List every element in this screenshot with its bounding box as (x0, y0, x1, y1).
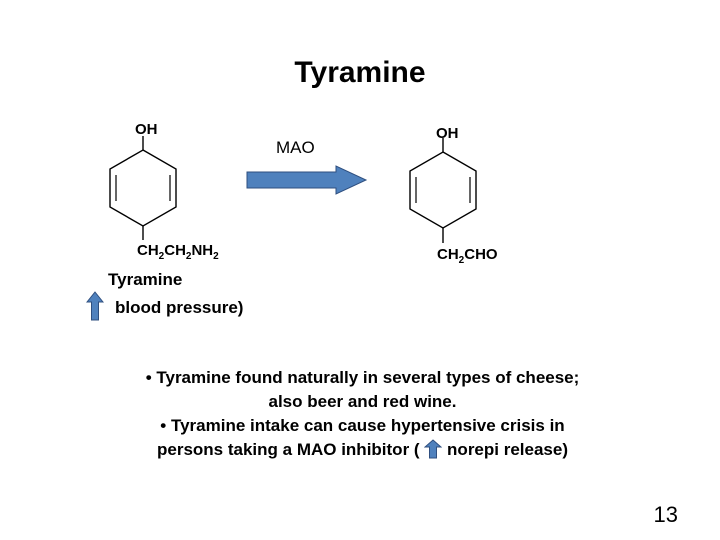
reactant-structure: OH CH2CH2NH2 (109, 121, 219, 262)
product-oh-label: OH (436, 125, 459, 142)
reaction-diagram: OH CH2CH2NH2 OH CH2CHO (109, 121, 498, 266)
reactant-name-label: Tyramine (108, 270, 183, 289)
note-line-4-after: norepi release) (447, 440, 568, 459)
notes-block: • Tyramine found naturally in several ty… (40, 366, 685, 462)
page-number: 13 (653, 502, 678, 527)
note-line-4: persons taking a MAO inhibitor ( norepi … (40, 438, 685, 462)
note-line-1: • Tyramine found naturally in several ty… (145, 368, 580, 387)
reactant-side-chain-label: CH2CH2NH2 (137, 242, 219, 262)
enzyme-label: MAO (276, 138, 315, 157)
product-structure: OH CH2CHO (409, 125, 498, 266)
reactant-oh-label: OH (135, 121, 158, 138)
note-line-2: also beer and red wine. (268, 392, 457, 411)
note-line-3: • Tyramine intake can cause hypertensive… (160, 416, 565, 435)
product-side-chain-label: CH2CHO (437, 246, 498, 266)
reactant-benzene-ring (109, 149, 177, 227)
note-line-4-before: persons taking a MAO inhibitor ( (157, 440, 420, 459)
reaction-arrow (246, 165, 368, 195)
product-benzene-ring (409, 151, 477, 229)
up-arrow-icon (86, 291, 104, 321)
increase-arrow-icon (424, 439, 443, 459)
blood-pressure-label: blood pressure) (115, 298, 244, 317)
slide-title: Tyramine (294, 56, 426, 89)
